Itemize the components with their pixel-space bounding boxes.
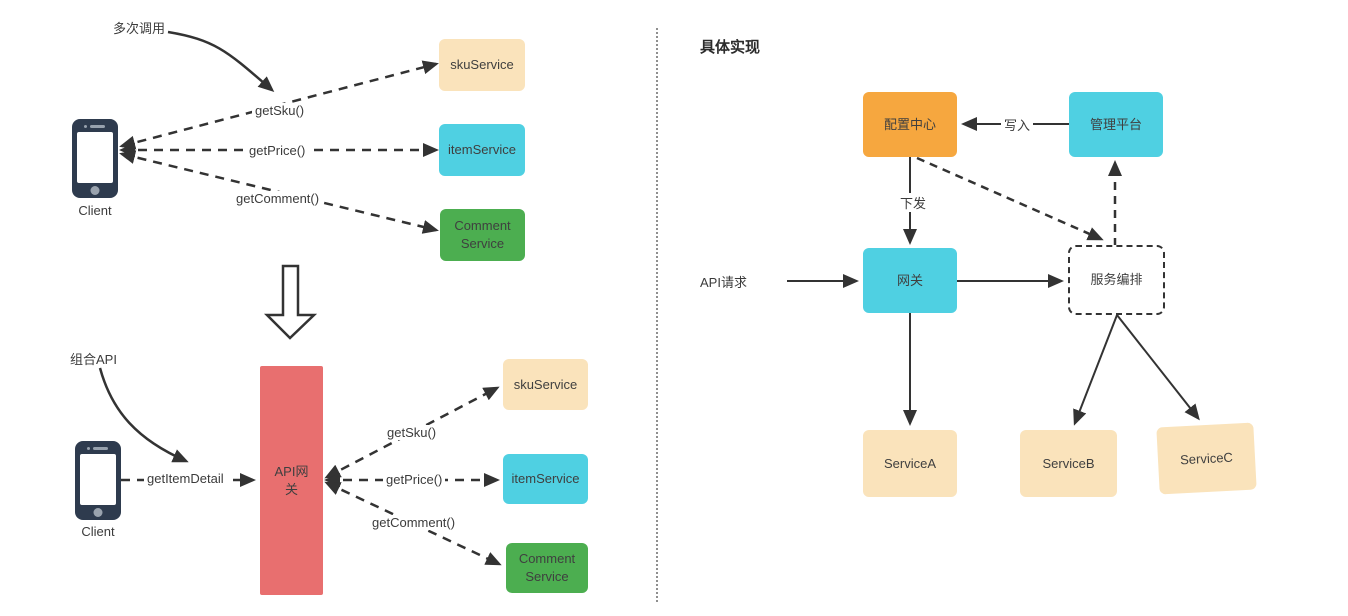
edge-config-to-orchestration xyxy=(916,156,1104,241)
node-commentservice-top: Comment Service xyxy=(440,209,525,261)
phone-speaker xyxy=(93,447,108,450)
call-label-getprice-bottom: getPrice() xyxy=(383,472,446,487)
client-label-bottom: Client xyxy=(81,524,115,539)
node-gateway: 网关 xyxy=(863,248,957,313)
client-label-top: Client xyxy=(78,203,112,218)
node-servicec: ServiceC xyxy=(1156,422,1257,495)
edge-label-dispatch: 下发 xyxy=(897,193,930,212)
node-skuservice-bottom: skuService xyxy=(503,359,588,410)
annotation-arrow-bottom xyxy=(98,367,189,463)
phone-camera-dot xyxy=(87,447,90,450)
node-skuservice-top: skuService xyxy=(439,39,525,91)
api-request-label: API请求 xyxy=(700,275,747,290)
node-admin-platform: 管理平台 xyxy=(1069,92,1163,157)
annotation-composite-api: 组合API xyxy=(70,352,117,367)
transition-down-arrow xyxy=(263,264,318,340)
call-label-getprice-top: getPrice() xyxy=(246,143,309,158)
edge-label-write: 写入 xyxy=(1001,115,1034,134)
node-itemservice-bottom: itemService xyxy=(503,454,588,504)
node-servicea: ServiceA xyxy=(863,430,957,497)
edge-orchestration-to-servicec xyxy=(1116,314,1200,421)
node-orchestration: 服务编排 xyxy=(1068,245,1165,315)
smartphone-icon xyxy=(72,119,118,198)
node-config-center: 配置中心 xyxy=(863,92,957,157)
node-itemservice-top: itemService xyxy=(439,124,525,176)
api-gateway-label: API网关 xyxy=(274,463,309,497)
phone-home-button xyxy=(90,186,100,195)
phone-home-button xyxy=(93,508,103,517)
annotation-arrow-top xyxy=(167,30,275,92)
smartphone-icon xyxy=(75,441,121,520)
call-label-getsku-bottom: getSku() xyxy=(384,425,440,440)
node-commentservice-bottom: Comment Service xyxy=(506,543,588,593)
edge-orchestration-to-serviceb xyxy=(1073,314,1118,426)
call-label-getcomment-top: getComment() xyxy=(233,191,323,206)
section-divider xyxy=(656,28,658,602)
section-title: 具体实现 xyxy=(700,39,761,56)
node-serviceb: ServiceB xyxy=(1020,430,1117,497)
request-label-getitemdetail: getItemDetail xyxy=(144,471,227,486)
phone-speaker xyxy=(90,125,105,128)
call-label-getcomment-bottom: getComment() xyxy=(369,515,459,530)
phone-screen xyxy=(80,454,116,505)
annotation-multiple-calls: 多次调用 xyxy=(113,21,166,36)
call-label-getsku-top: getSku() xyxy=(252,103,308,118)
node-api-gateway: API网关 xyxy=(260,366,323,595)
phone-screen xyxy=(77,132,113,183)
phone-camera-dot xyxy=(84,125,87,128)
